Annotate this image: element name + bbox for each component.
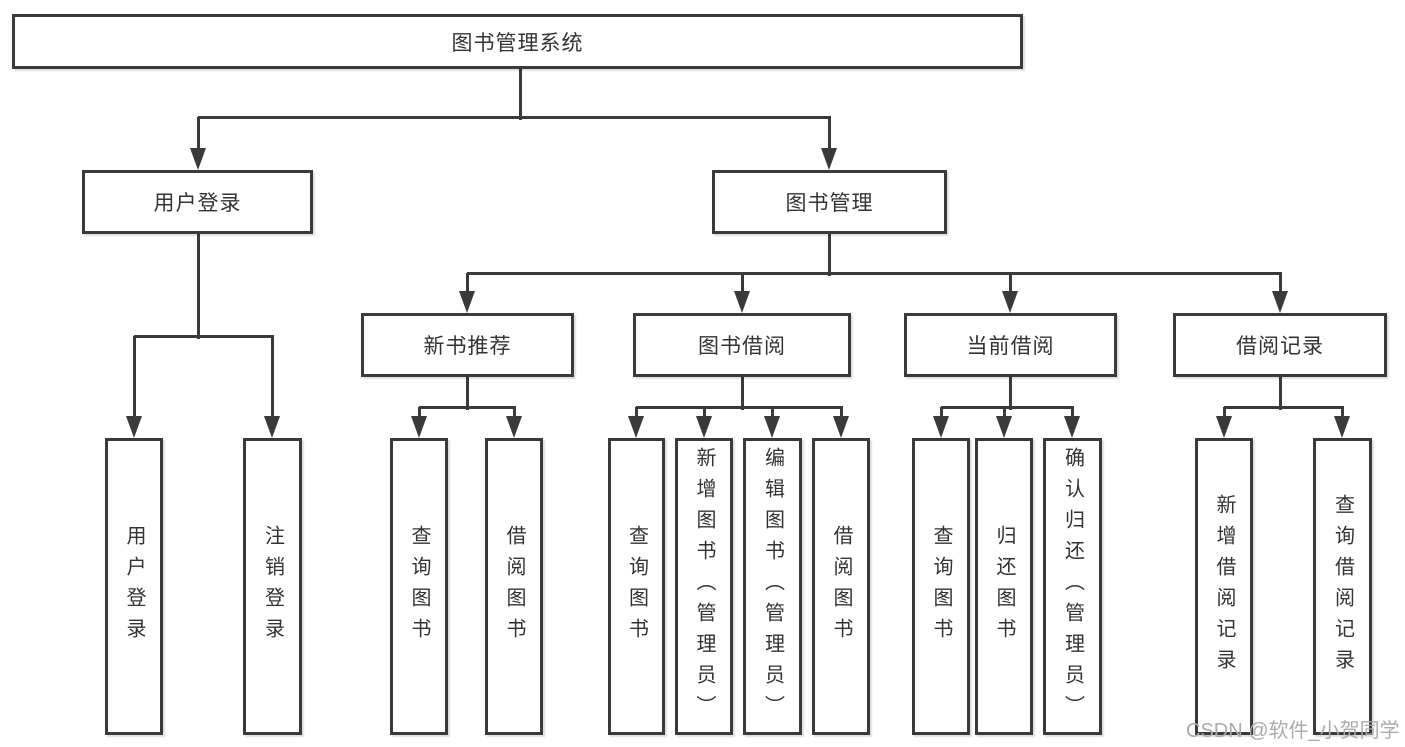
node-new-book-recommend-label: 新书推荐 (423, 335, 512, 358)
connector-line (941, 406, 1074, 409)
arrowhead-down-icon (126, 416, 142, 438)
connector-line (1071, 407, 1074, 419)
node-cb-query-books-label: 查询图书 (930, 524, 952, 649)
connector-line (1224, 406, 1344, 409)
node-book-management-label: 图书管理 (785, 192, 874, 215)
connector-line (271, 336, 274, 418)
connector-line (513, 407, 516, 419)
node-user-login-leaf-label: 用户登录 (123, 524, 145, 649)
arrowhead-down-icon (1334, 416, 1350, 438)
arrowhead-down-icon (1002, 291, 1018, 313)
node-bb-borrow-books-label: 借阅图书 (830, 524, 852, 649)
node-user-login: 用户登录 (82, 170, 313, 234)
arrowhead-down-icon (734, 291, 750, 313)
node-current-borrowing-label: 当前借阅 (966, 335, 1055, 358)
node-bb-borrow-books: 借阅图书 (812, 438, 870, 735)
node-logout-label: 注销登录 (261, 524, 284, 649)
arrowhead-down-icon (190, 148, 206, 170)
node-cb-confirm-return: 确认归还（管理员） (1043, 438, 1102, 735)
arrowhead-down-icon (506, 416, 522, 438)
node-nb-borrow-books-label: 借阅图书 (503, 524, 525, 649)
node-root-label: 图书管理系统 (451, 31, 584, 55)
connector-line (134, 335, 274, 338)
connector-line (840, 407, 843, 419)
node-bb-add-books-label: 新增图书（管理员） (693, 447, 715, 726)
node-book-borrowing: 图书借阅 (633, 313, 851, 377)
connector-line (1009, 376, 1012, 410)
connector-line (466, 273, 469, 295)
arrowhead-down-icon (459, 291, 475, 313)
node-cb-return-books: 归还图书 (975, 438, 1033, 735)
node-nb-borrow-books: 借阅图书 (485, 438, 543, 735)
connector-line (419, 406, 516, 409)
node-nb-query-books: 查询图书 (390, 438, 448, 735)
node-bb-edit-books: 编辑图书（管理员） (743, 438, 802, 735)
arrowhead-down-icon (933, 416, 949, 438)
connector-line (635, 407, 638, 419)
node-user-login-label: 用户登录 (153, 192, 242, 215)
arrowhead-down-icon (628, 416, 644, 438)
node-br-add-record: 新增借阅记录 (1195, 438, 1253, 735)
connector-line (1279, 376, 1282, 410)
arrowhead-down-icon (264, 416, 280, 438)
node-current-borrowing: 当前借阅 (904, 313, 1117, 377)
connector-line (1341, 407, 1344, 419)
node-cb-confirm-return-label: 确认归还（管理员） (1061, 447, 1084, 726)
node-book-management: 图书管理 (712, 170, 947, 234)
arrowhead-down-icon (833, 416, 849, 438)
node-bb-query-books-label: 查询图书 (625, 524, 648, 649)
node-br-query-record: 查询借阅记录 (1313, 438, 1372, 735)
arrowhead-down-icon (996, 416, 1012, 438)
node-new-book-recommend: 新书推荐 (361, 313, 574, 377)
arrowhead-down-icon (1216, 416, 1232, 438)
connector-line (133, 336, 136, 418)
node-borrow-records-label: 借阅记录 (1236, 335, 1324, 358)
connector-line (467, 272, 1282, 275)
connector-line (1009, 273, 1012, 295)
arrowhead-down-icon (821, 148, 837, 170)
connector-line (771, 407, 774, 419)
connector-line (828, 233, 831, 276)
connector-line (703, 407, 706, 419)
connector-line (1003, 407, 1006, 419)
node-bb-edit-books-label: 编辑图书（管理员） (761, 447, 784, 726)
connector-line (940, 407, 943, 419)
node-borrow-records: 借阅记录 (1173, 313, 1387, 377)
node-book-borrowing-label: 图书借阅 (698, 335, 786, 358)
connector-line (1279, 273, 1282, 295)
connector-line (418, 407, 421, 419)
arrowhead-down-icon (764, 416, 780, 438)
csdn-watermark: CSDN @软件_小贺同学 (1186, 720, 1400, 742)
node-logout: 注销登录 (243, 438, 302, 735)
arrowhead-down-icon (411, 416, 427, 438)
connector-line (741, 376, 744, 410)
node-bb-query-books: 查询图书 (608, 438, 665, 735)
node-cb-return-books-label: 归还图书 (993, 524, 1015, 649)
connector-line (519, 68, 522, 120)
node-root: 图书管理系统 (12, 14, 1023, 69)
node-user-login-leaf: 用户登录 (105, 438, 163, 735)
connector-line (741, 273, 744, 295)
node-br-query-record-label: 查询借阅记录 (1331, 493, 1354, 680)
connector-line (466, 376, 469, 410)
arrowhead-down-icon (696, 416, 712, 438)
node-br-add-record-label: 新增借阅记录 (1213, 493, 1235, 680)
arrowhead-down-icon (1272, 291, 1288, 313)
connector-line (636, 406, 843, 409)
node-nb-query-books-label: 查询图书 (408, 524, 430, 649)
connector-line (197, 233, 200, 339)
connector-line (197, 117, 200, 152)
connector-line (1223, 407, 1226, 419)
arrowhead-down-icon (1064, 416, 1080, 438)
connector-line (198, 116, 831, 119)
node-bb-add-books: 新增图书（管理员） (675, 438, 733, 735)
node-cb-query-books: 查询图书 (912, 438, 970, 735)
connector-line (828, 117, 831, 152)
